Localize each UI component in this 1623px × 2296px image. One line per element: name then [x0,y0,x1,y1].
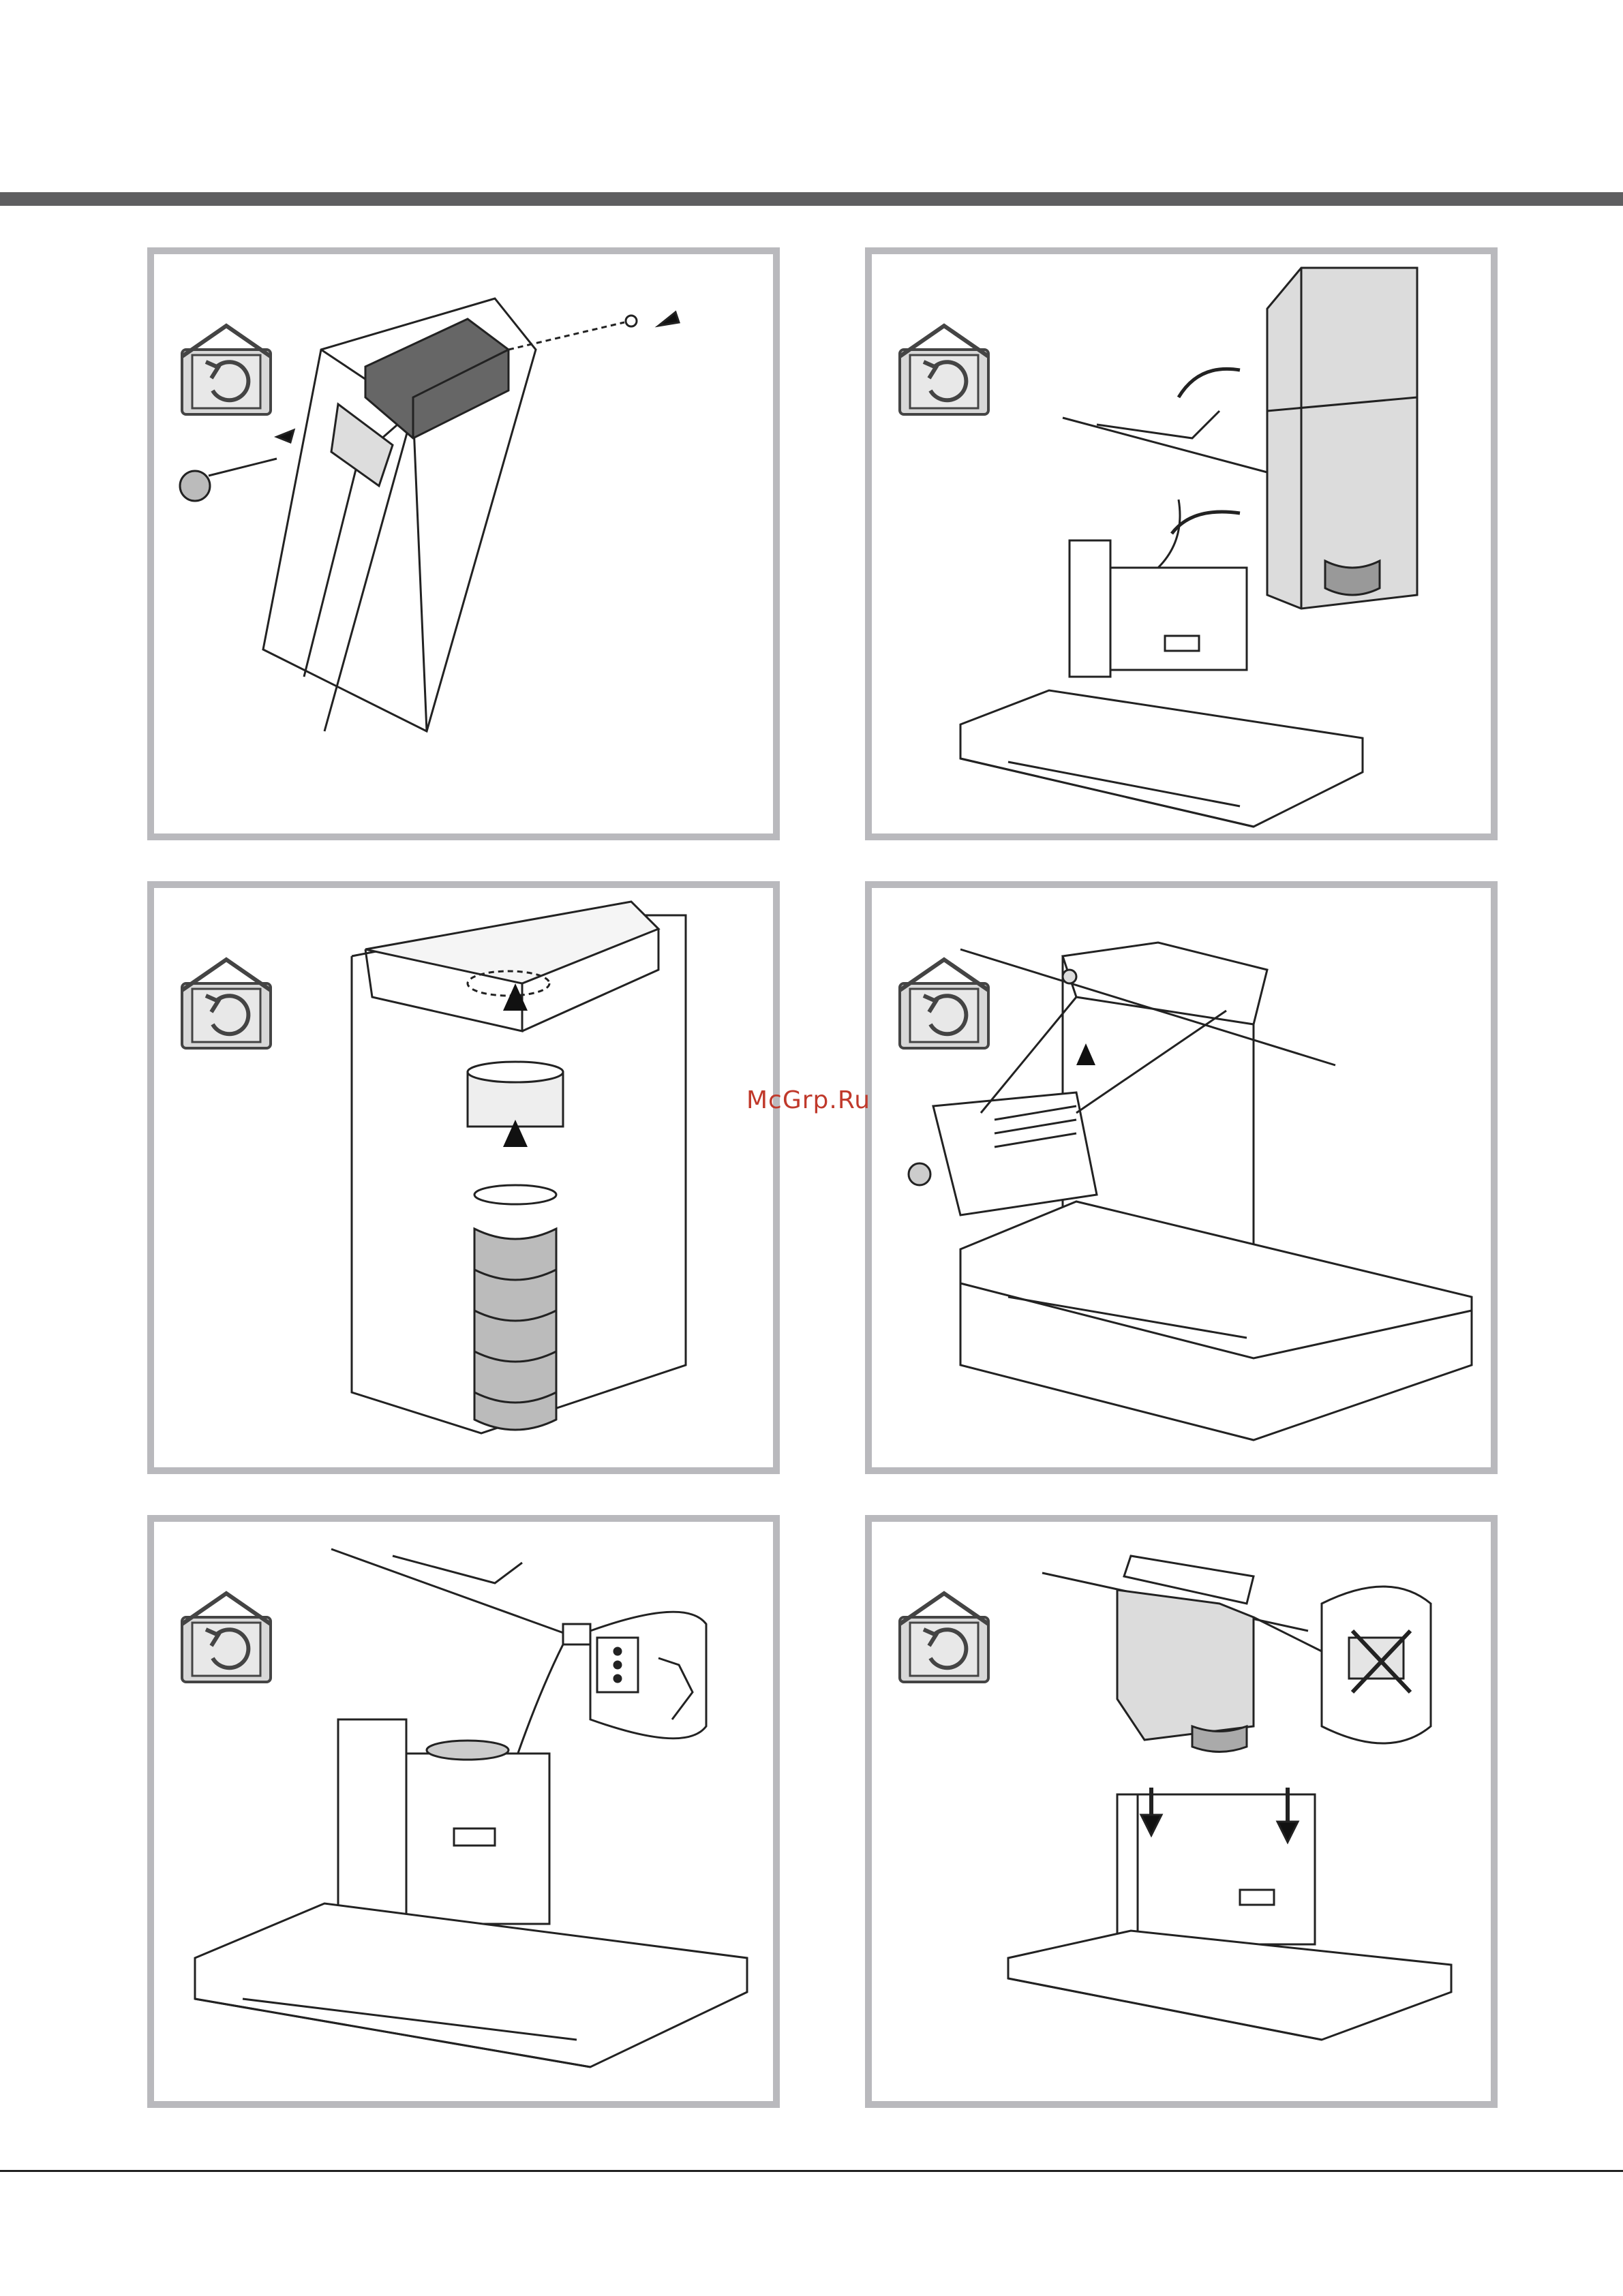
illustration-chimney-placement [872,254,1491,833]
panel-electrical-connection [147,1515,780,2108]
panel-chimney-lowering [865,1515,1498,2108]
illustration-chimney-screw [154,254,773,833]
illustration-chimney-screws [872,888,1491,1467]
footer-rule [0,2170,1623,2172]
panel-hood-chimney-install [865,247,1498,840]
header-rule [0,192,1623,206]
illustration-chimney-lower [872,1522,1491,2101]
panel-duct-connection [147,881,780,1474]
watermark-text: McGrp.Ru [746,1086,870,1114]
panel-chimney-fixing [865,881,1498,1474]
illustration-plug-socket [154,1522,773,2101]
panel-chimney-assembly [147,247,780,840]
illustration-duct-pipe [154,888,773,1467]
